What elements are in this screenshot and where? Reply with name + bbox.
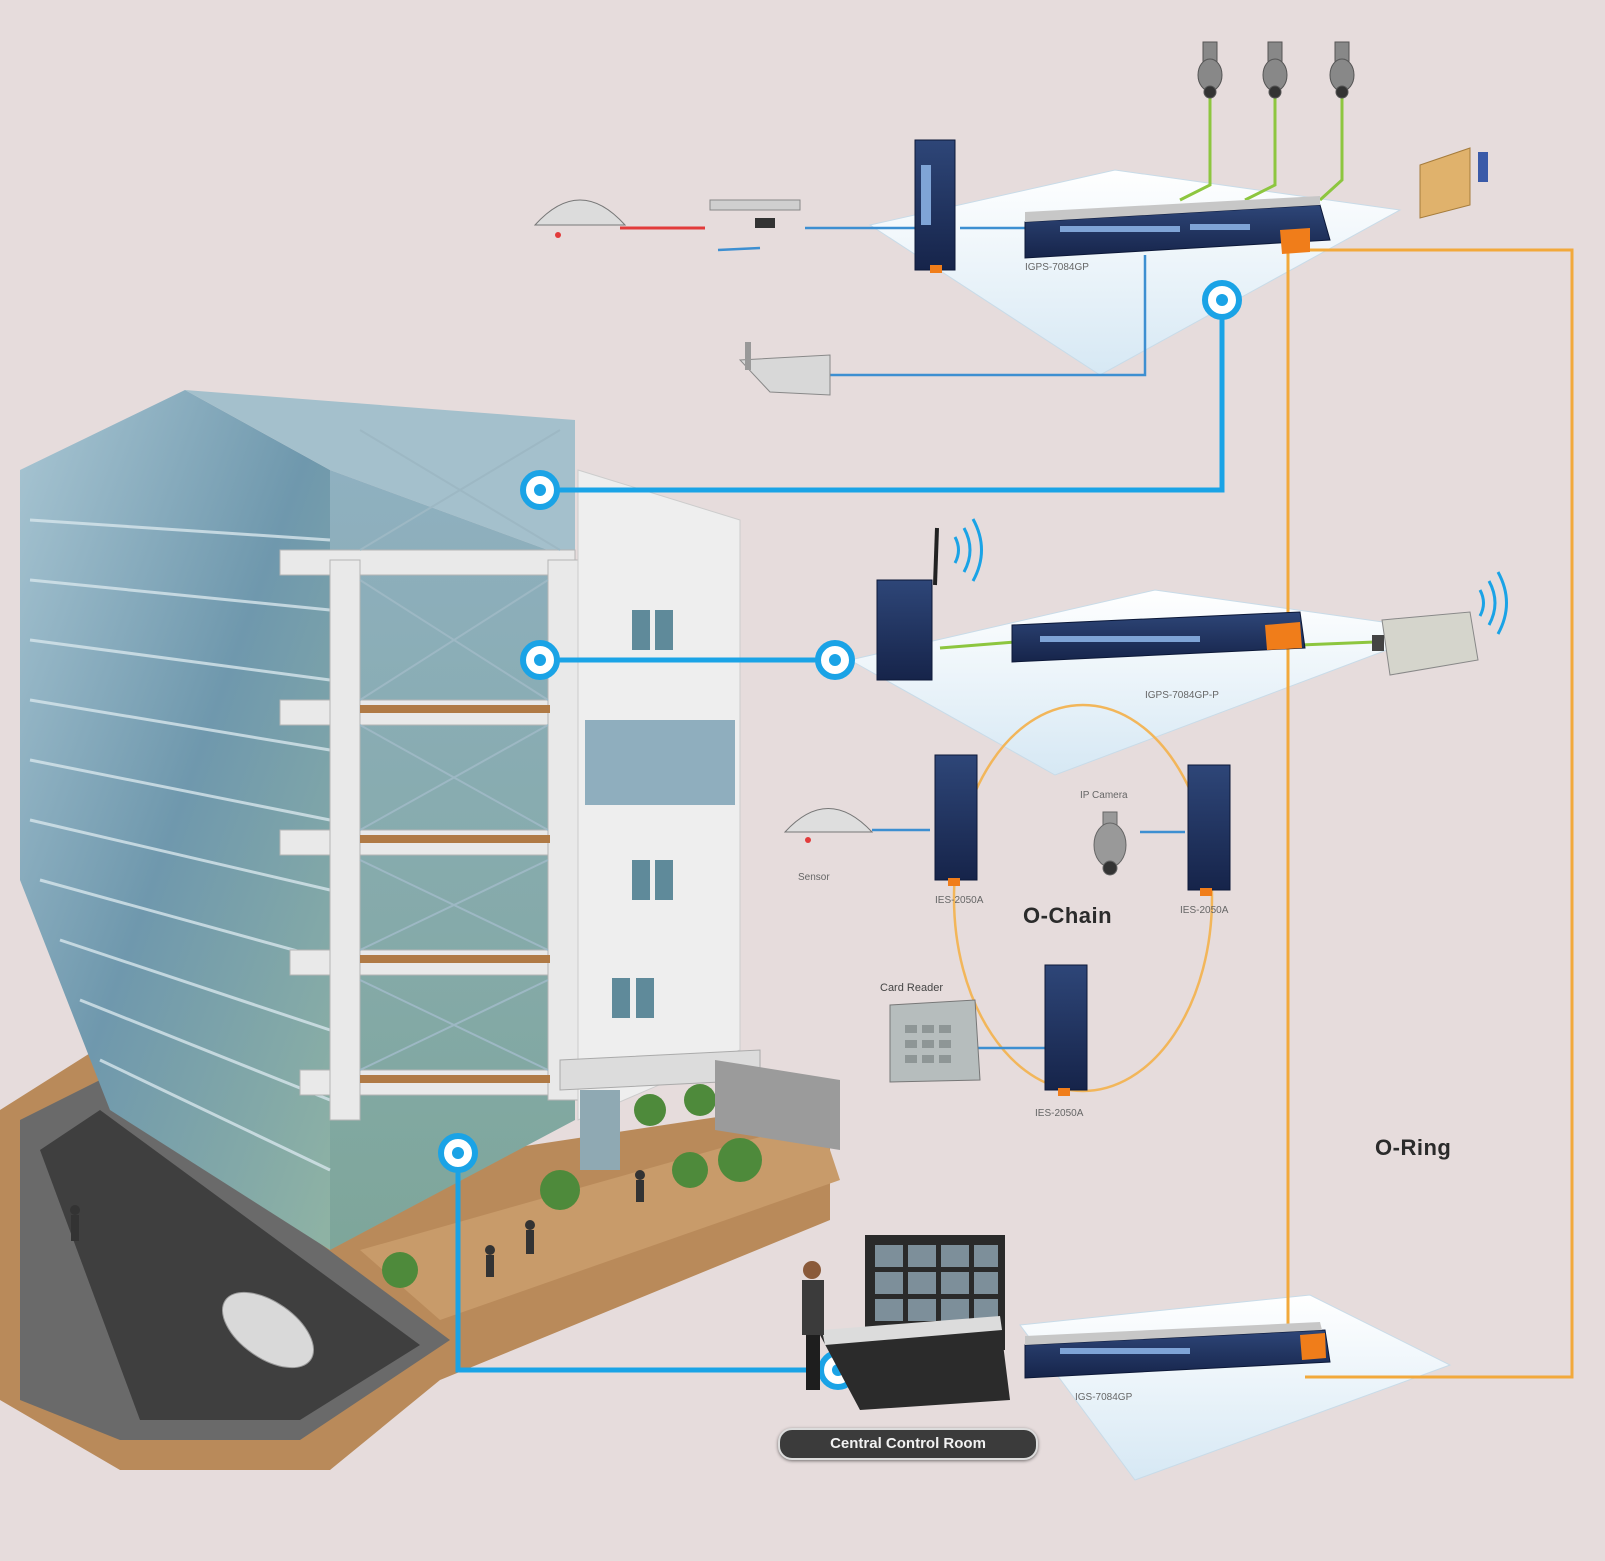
o-chain-label: O-Chain <box>1023 903 1113 928</box>
chain-switch-bottom-label: IES-2050A <box>1035 1108 1084 1119</box>
access-panel-icon <box>1419 147 1488 219</box>
link-nodes <box>438 280 1242 1390</box>
o-ring-link <box>1286 248 1574 1379</box>
access-point-icon <box>1372 611 1479 676</box>
platform-mid <box>848 589 1441 776</box>
chain-switch-left-label: IES-2050A <box>935 895 984 906</box>
card-reader-label: Card Reader <box>880 982 943 994</box>
switch-icon <box>1024 196 1331 259</box>
ip-camera-icon <box>1093 811 1127 876</box>
smoke-sensor-icon <box>783 808 874 843</box>
o-ring-label: O-Ring <box>1375 1135 1452 1160</box>
access-point-icon <box>738 342 831 396</box>
building-uplinks <box>455 300 1225 1373</box>
sensor-label: Sensor <box>798 872 830 883</box>
card-reader-icon <box>889 999 981 1083</box>
media-converter-icon <box>709 199 801 228</box>
switch-icon <box>1024 1322 1331 1379</box>
smoke-sensor-icon <box>533 199 627 238</box>
building-illustration <box>0 390 840 1470</box>
platform-bottom <box>1019 1294 1452 1481</box>
wireless-gateway-icon <box>876 527 939 681</box>
control-console-icon <box>802 1235 1010 1410</box>
chain-switch-bottom <box>1044 964 1088 1096</box>
switch-top-model-label: IGPS-7084GP <box>1025 262 1089 273</box>
ip-camera-label: IP Camera <box>1080 790 1128 801</box>
central-control-room-label: Central Control Room <box>778 1428 1038 1460</box>
wireless-signal-icon <box>953 518 1508 635</box>
chain-switch-right <box>1187 764 1231 896</box>
o-chain-link <box>952 703 1214 1093</box>
switch-bottom-model-label: IGS-7084GP <box>1075 1392 1133 1403</box>
switch-mid-model-label: IGPS-7084GP-P <box>1145 690 1219 701</box>
din-switch-icon <box>914 139 956 273</box>
switch-icon <box>1011 611 1306 663</box>
ip-camera-icon <box>1197 41 1355 99</box>
chain-switch-left <box>934 754 978 886</box>
chain-switch-right-label: IES-2050A <box>1180 905 1229 916</box>
